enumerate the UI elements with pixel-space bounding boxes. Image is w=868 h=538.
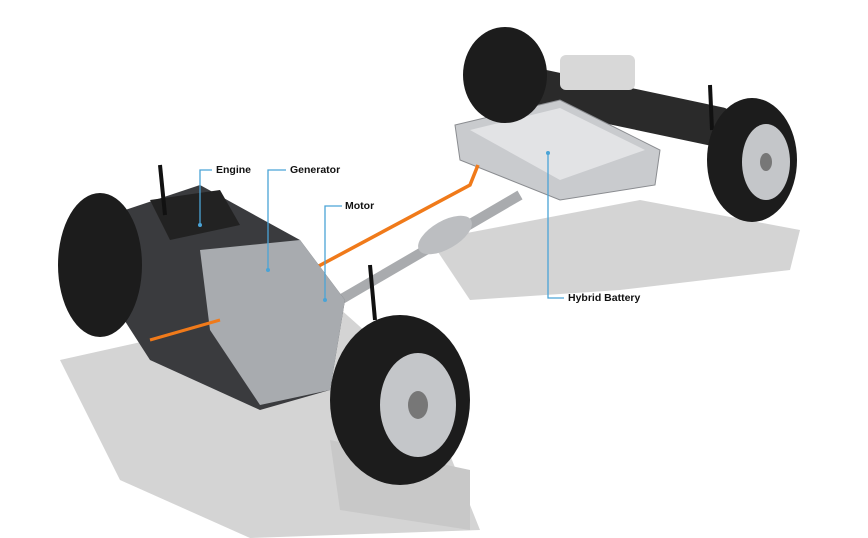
engine-label: Engine — [216, 164, 252, 176]
battery-callout-line — [547, 153, 564, 299]
generator-label: Generator — [290, 164, 341, 176]
rear-right-wheel — [707, 98, 797, 222]
wheels — [58, 27, 797, 485]
front-right-wheel — [330, 315, 470, 485]
motor-label: Motor — [345, 200, 375, 212]
generator-callout-line — [267, 169, 286, 270]
callout-lines — [199, 153, 564, 300]
front-left-wheel — [58, 193, 142, 337]
rear-left-wheel — [463, 27, 547, 123]
rear-axle — [499, 55, 731, 147]
hybrid-battery — [454, 99, 661, 201]
hybrid-battery-label: Hybrid Battery — [568, 292, 641, 304]
engine-callout-line — [199, 169, 212, 225]
engine-transaxle — [105, 185, 345, 410]
callout-dots — [198, 151, 550, 302]
motor-callout-line — [324, 205, 342, 300]
high-voltage-cable — [314, 164, 480, 270]
